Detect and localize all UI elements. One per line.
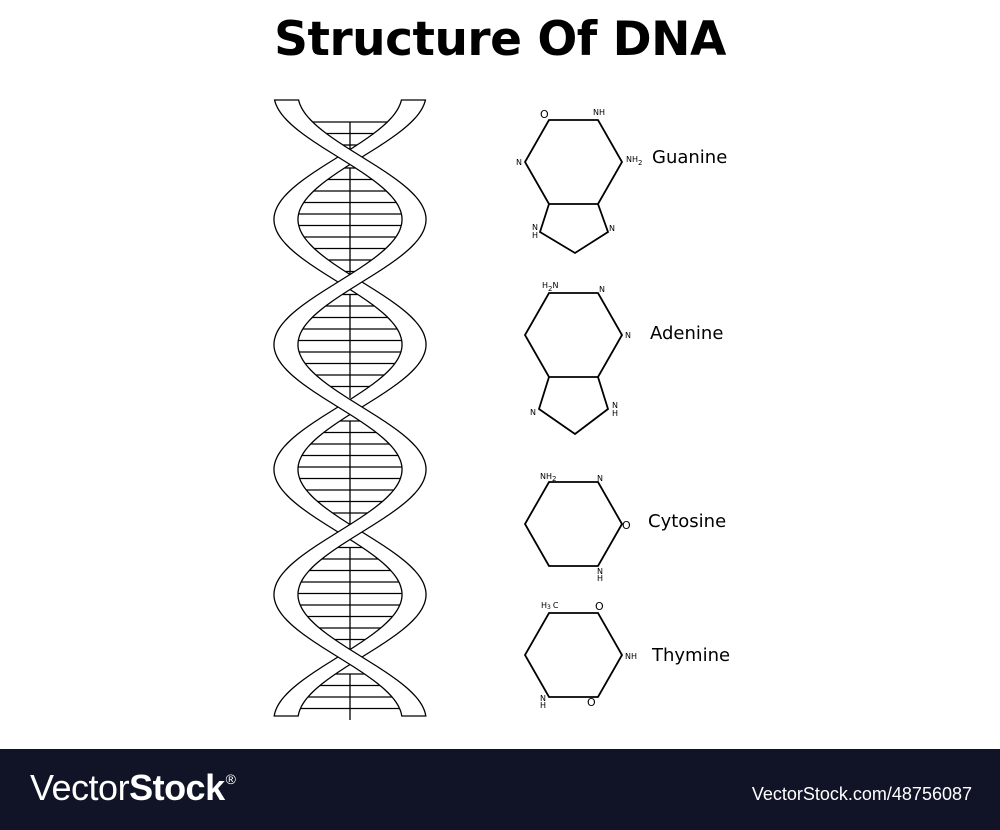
atom-label: NH [593,108,605,117]
base-name-guanine: Guanine [652,147,727,168]
guanine-structure [523,119,624,255]
atom-label: N [599,285,605,294]
atom-label: H [597,574,603,583]
guanine-hexagon [523,119,624,205]
page-title: Structure Of DNA [274,12,726,67]
registered-mark: ® [225,771,236,787]
atom-label: H [532,231,538,240]
base-name-adenine: Adenine [650,323,723,344]
cytosine-atoms: NH2 N O N H Cytosine [540,472,726,583]
base-pair-rungs [298,121,402,720]
atom-label: H2N [542,281,558,293]
atom-label: NH2 [540,472,556,483]
atom-label: N [609,224,615,233]
atom-label: NH [625,652,637,661]
atom-label: N [625,331,631,340]
footer-bar: VectorStock® VectorStock.com/48756087 [0,749,1000,830]
atom-label: N [597,567,603,576]
thymine-hexagon [523,612,624,698]
adenine-hexagon [523,292,624,378]
cytosine-structure [523,481,624,567]
atom-label: H [540,701,546,710]
atom-label: N [532,223,538,232]
helix-strand-b [273,99,427,717]
atom-label: N [516,158,522,167]
atom-label: N [612,401,618,410]
atom-label: O [587,696,596,709]
dna-diagram: O NH N NH2 N H N Guanine H2N N N N N H A… [273,99,730,720]
base-name-thymine: Thymine [651,645,730,666]
atom-label: H [612,409,618,418]
adenine-atoms: H2N N N N N H Adenine [530,281,723,418]
thymine-structure [523,612,624,698]
atom-label: NH2 [626,155,642,167]
guanine-pentagon [538,203,610,255]
image-id: VectorStock.com/48756087 [751,784,972,804]
cytosine-hexagon [523,481,624,567]
dna-double-helix [273,99,427,720]
logo-text-light: Vector [30,767,130,808]
adenine-structure [523,292,624,436]
logo-text-bold: Stock [129,767,225,808]
vectorstock-logo: VectorStock® [30,767,236,809]
atom-label: O [595,600,604,613]
guanine-atoms: O NH N NH2 N H N Guanine [516,108,727,240]
atom-label: O [540,108,549,121]
atom-label: N [597,474,603,483]
adenine-pentagon [537,376,610,436]
atom-label: N [540,694,546,703]
atom-label: O [622,519,631,532]
atom-label: N [530,408,536,417]
base-name-cytosine: Cytosine [648,511,726,532]
